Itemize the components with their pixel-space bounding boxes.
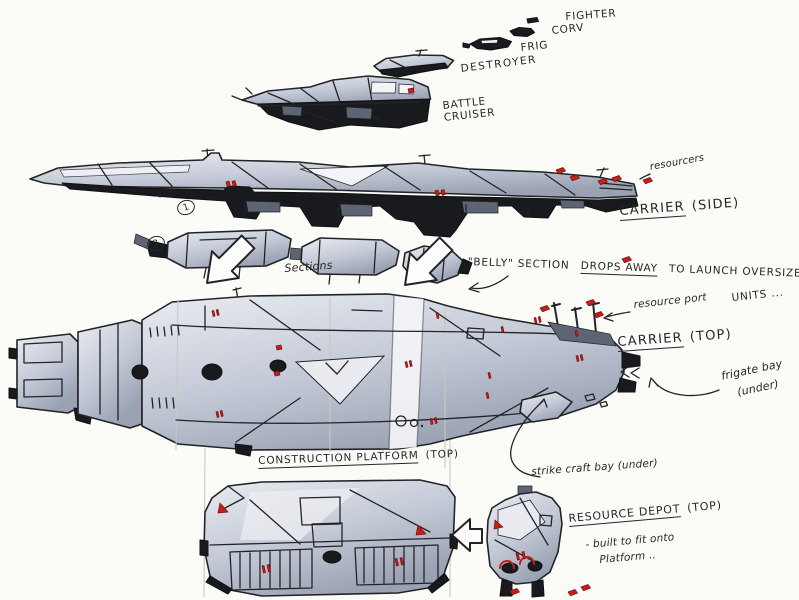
frigate-sketch bbox=[462, 37, 512, 51]
carrier-top-sketch bbox=[8, 287, 641, 468]
fighter-sketch bbox=[526, 17, 539, 24]
resource-depot-sketch bbox=[486, 485, 563, 598]
belly-drop-arrow-2 bbox=[404, 236, 454, 286]
annotation-arrows bbox=[468, 173, 720, 478]
belly-drop-arrow-1 bbox=[206, 234, 256, 284]
battle-cruiser-sketch bbox=[231, 75, 432, 131]
red-tick-marks bbox=[211, 309, 584, 425]
resourcer-ships bbox=[509, 167, 653, 597]
belly-note-arrow bbox=[468, 275, 509, 293]
carrier-top-view: (TOP) bbox=[689, 326, 733, 345]
resourcers-leader bbox=[639, 173, 651, 180]
construction-platform-sketch bbox=[199, 479, 459, 597]
destroyer-sketch bbox=[373, 49, 455, 78]
depot-fit-arrow bbox=[451, 518, 483, 552]
belly-note-part2: DROPS AWAY bbox=[580, 259, 659, 277]
construction-platform-view: (TOP) bbox=[425, 447, 459, 462]
frigate-bay-chevrons bbox=[620, 365, 640, 379]
corvette-sketch bbox=[509, 27, 535, 37]
carrier-side-sketch bbox=[29, 148, 639, 238]
frigate-bay-arrow bbox=[648, 377, 720, 397]
resource-port-arrow bbox=[603, 311, 631, 322]
belly-sections-sketch bbox=[133, 229, 473, 286]
strike-craft-bay-leader bbox=[510, 398, 548, 478]
